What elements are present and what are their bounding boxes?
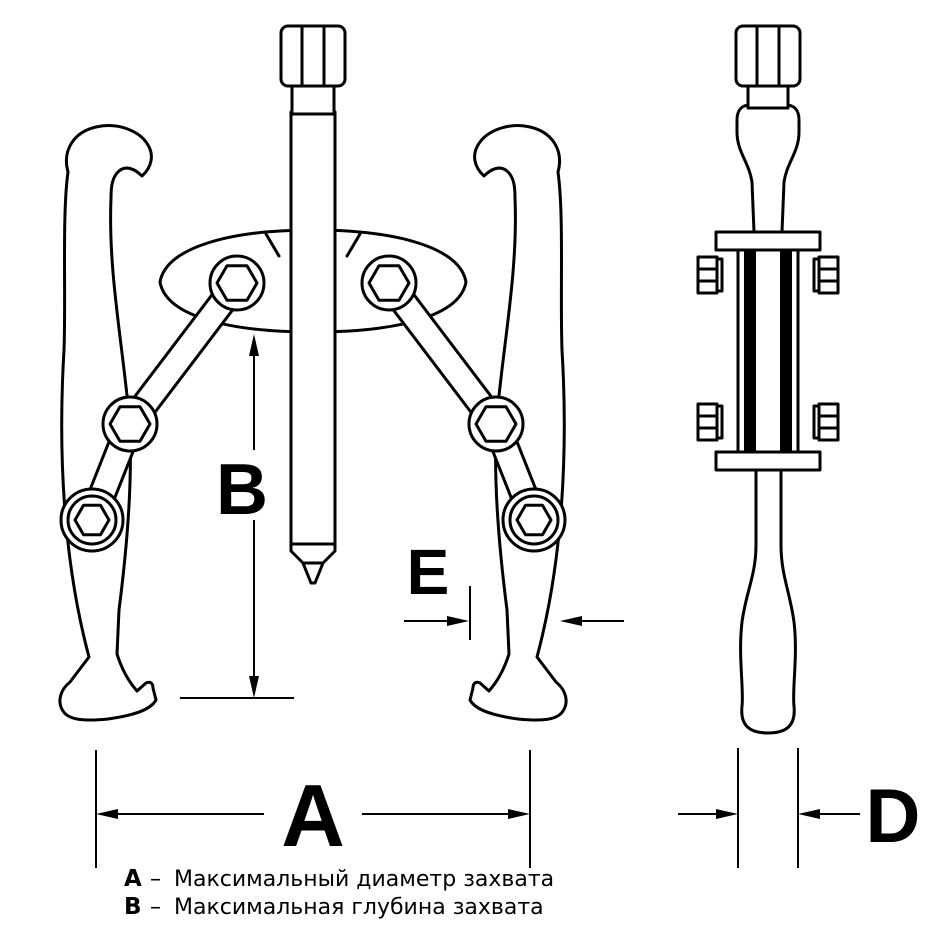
hex-bolt-lower	[59, 487, 125, 553]
side-arm-bar-right	[780, 250, 792, 452]
legend-separator-b: –	[150, 895, 161, 920]
dimension-a: A	[95, 750, 531, 868]
bolt-hex	[108, 405, 152, 443]
side-upper-body	[735, 103, 801, 234]
spindle-taper	[289, 542, 337, 565]
yoke-chamfer-left	[264, 232, 281, 258]
hex-head-body	[734, 24, 802, 88]
legend-item-b: B – Максимальная глубина захвата	[124, 894, 544, 920]
side-bolt-upper-right	[812, 255, 840, 295]
dim-d-label: D	[866, 774, 921, 859]
bolt-washer	[812, 257, 821, 293]
bolt-washer	[812, 404, 821, 440]
side-lower-jaw	[739, 468, 797, 735]
dim-d-arrowhead-left	[798, 809, 820, 819]
dim-e-label: E	[407, 536, 450, 608]
bolt-head	[817, 402, 840, 442]
bolt-facet	[817, 267, 840, 283]
spindle-point	[301, 561, 325, 585]
dim-e-arrowhead-left	[560, 616, 582, 626]
hex-head-body	[279, 24, 347, 88]
dimension-d: D	[678, 748, 920, 868]
side-bolt-lower-left	[696, 402, 724, 442]
spindle-shaft	[289, 110, 337, 546]
side-spindle-top	[734, 24, 802, 110]
dimension-e: E	[404, 536, 624, 640]
front-view	[58, 24, 568, 722]
front-arm-right	[360, 124, 568, 722]
spindle-neck	[290, 82, 336, 116]
legend-item-a: A – Максимальный диаметр захвата	[124, 866, 554, 892]
side-arm-bar-left	[744, 250, 756, 452]
hex-bolt-mid	[101, 395, 159, 453]
spindle-hex-head	[279, 24, 347, 88]
legend: A – Максимальный диаметр захвата B – Мак…	[124, 866, 554, 920]
dim-b-arrowhead-down	[249, 676, 259, 698]
dim-b-arrowhead-up	[249, 334, 259, 356]
front-arm-left	[58, 124, 266, 722]
bolt-facet	[696, 267, 719, 283]
legend-description-b: Максимальная глубина захвата	[174, 895, 544, 920]
bolt-head	[817, 255, 840, 295]
dimension-b: B	[180, 334, 294, 699]
bolt-hex	[215, 264, 259, 302]
bolt-hex	[73, 503, 111, 537]
dim-a-label: A	[281, 766, 345, 865]
bolt-head	[696, 255, 719, 295]
hex-bolt-yoke	[208, 254, 266, 312]
bolt-head	[696, 402, 719, 442]
dim-e-arrowhead-right	[447, 616, 469, 626]
bolt-facet	[696, 414, 719, 430]
bolt-washer	[715, 257, 724, 293]
dim-d-arrowhead-right	[716, 809, 738, 819]
side-bolt-upper-left	[696, 255, 724, 295]
yoke-chamfer-right	[345, 232, 362, 258]
dim-a-arrowhead-right	[508, 809, 530, 819]
legend-key-a: A	[124, 866, 142, 892]
legend-description-a: Максимальный диаметр захвата	[174, 867, 554, 892]
legend-separator-a: –	[150, 867, 161, 892]
legend-key-b: B	[124, 894, 142, 920]
side-view	[696, 24, 840, 735]
spindle	[279, 24, 347, 585]
side-bolt-lower-right	[812, 402, 840, 442]
bolt-washer	[715, 404, 724, 440]
side-plate-top	[714, 230, 822, 252]
side-plate-bottom	[714, 450, 822, 472]
bolt-facet	[817, 414, 840, 430]
dim-b-label: B	[216, 450, 268, 530]
dim-a-arrowhead-left	[96, 809, 118, 819]
